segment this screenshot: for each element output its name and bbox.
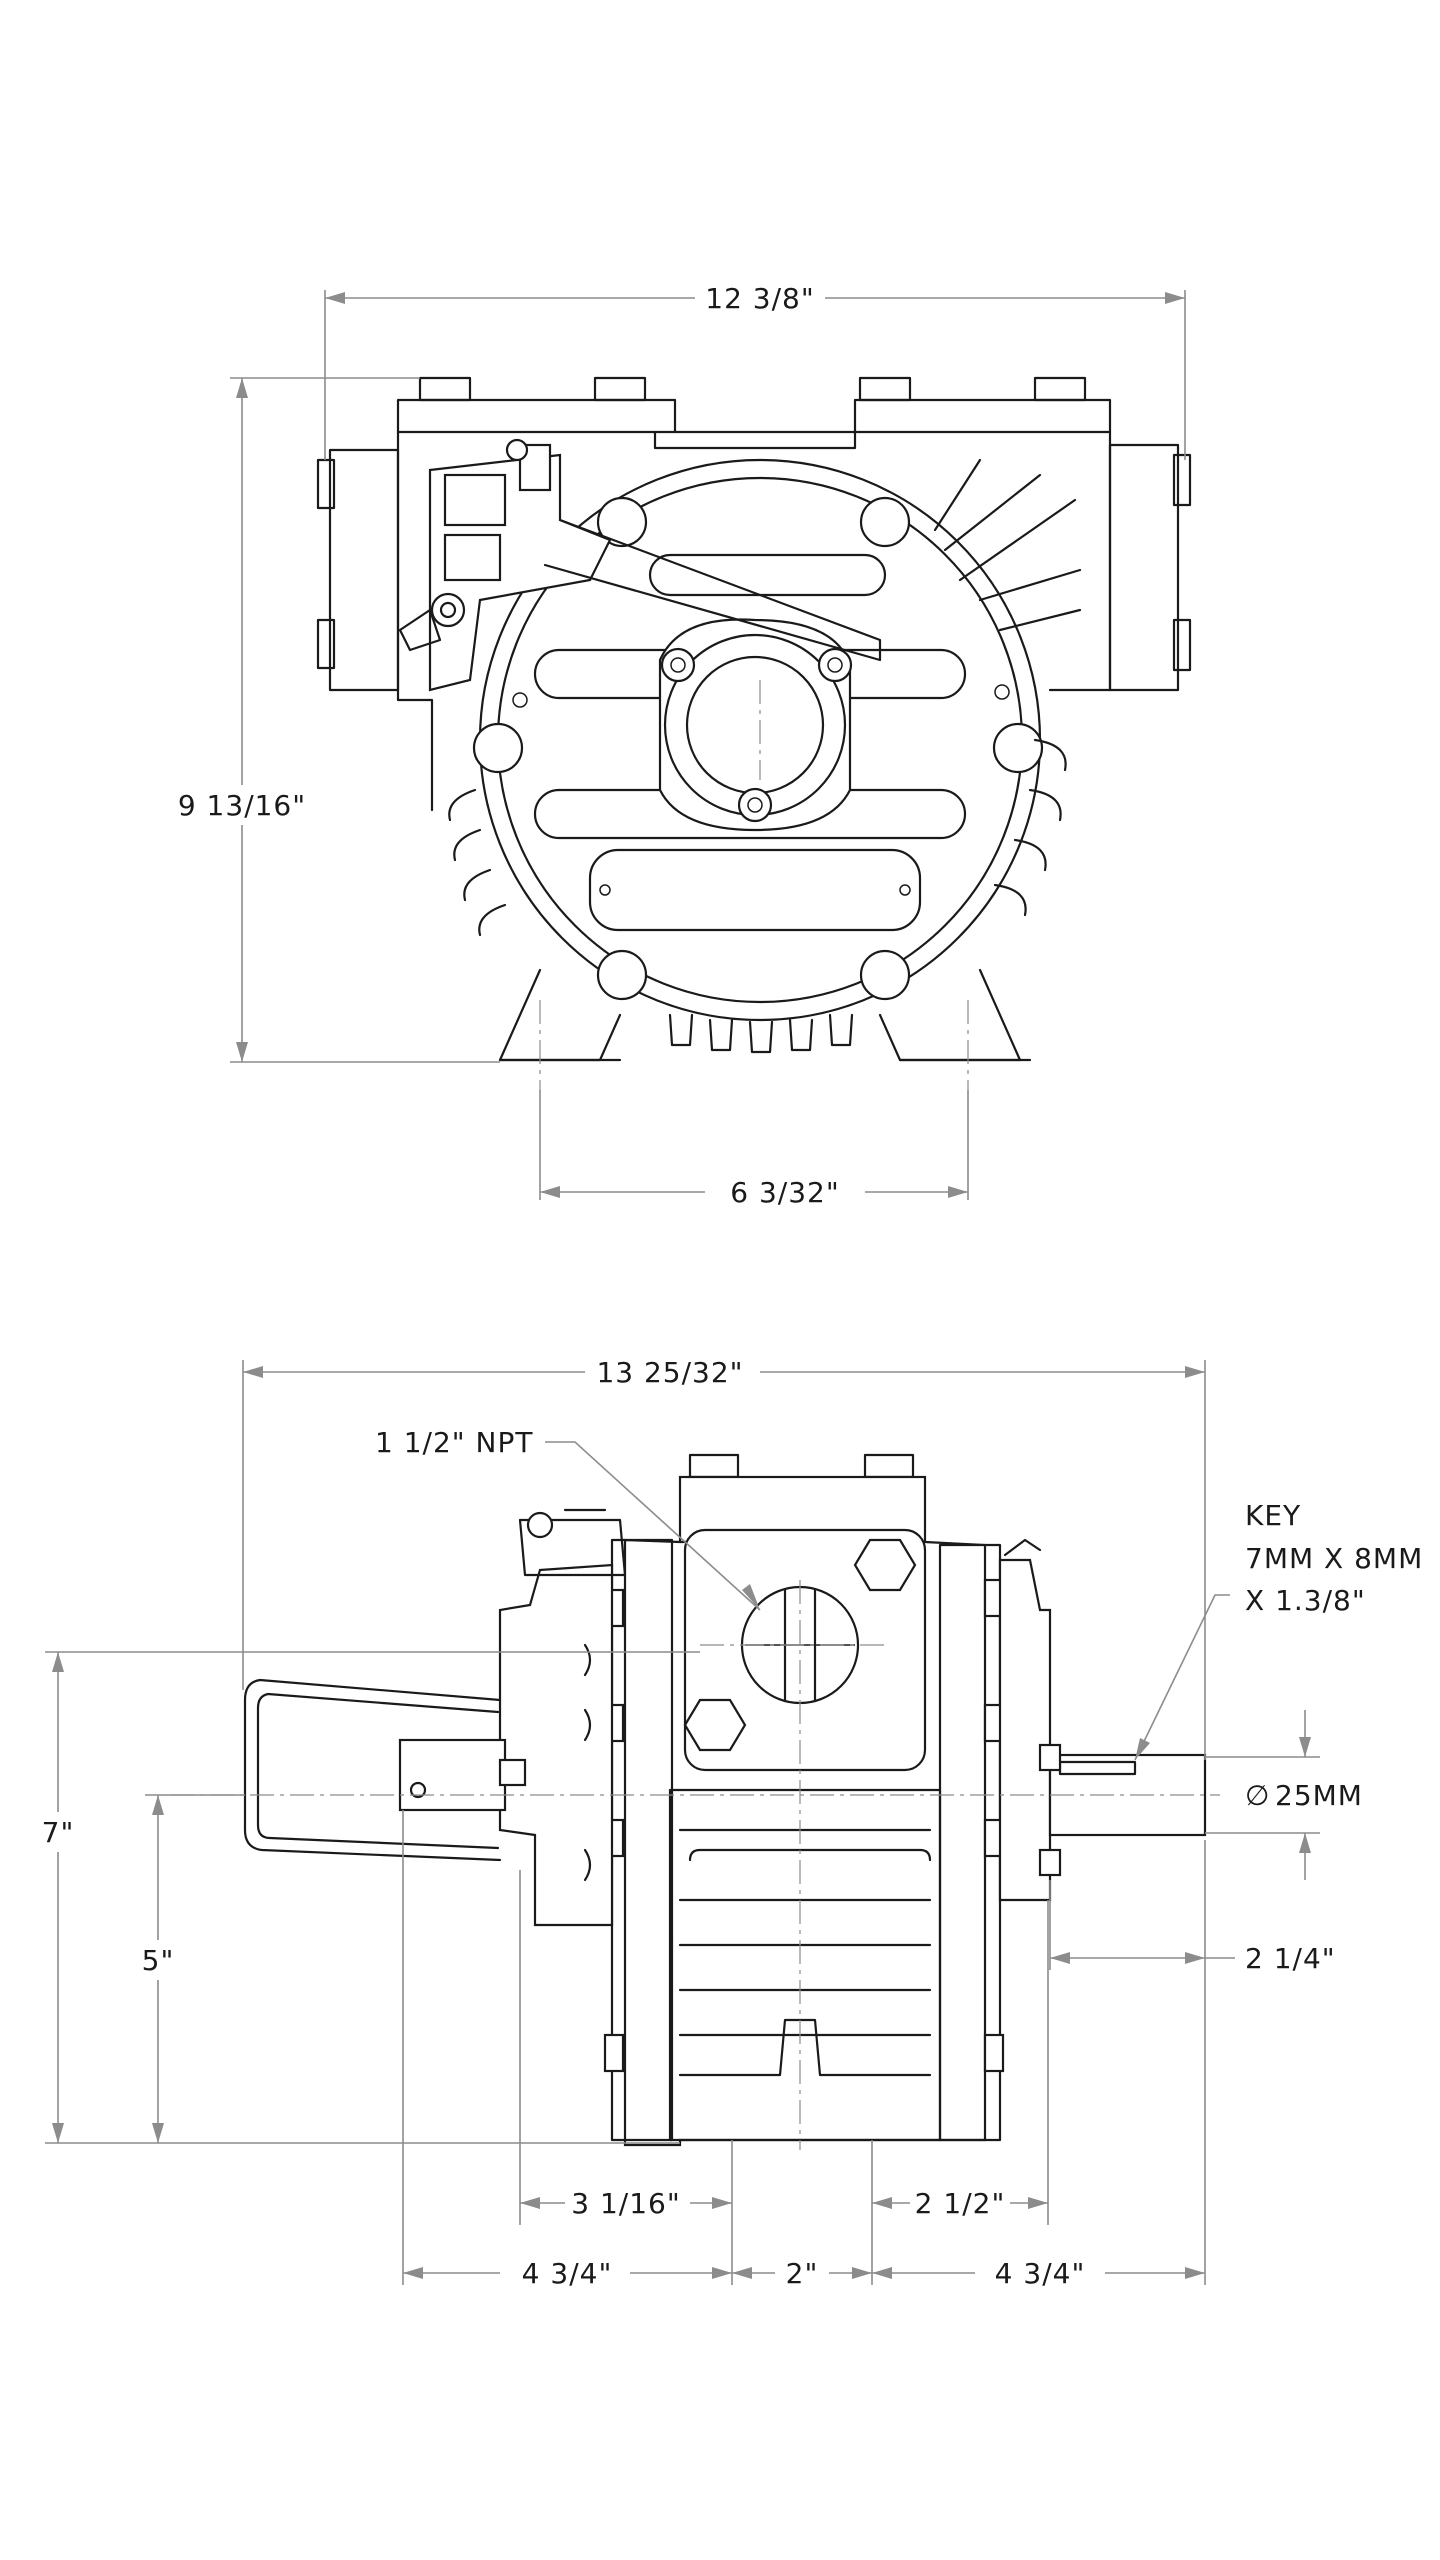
base-left-label: 4 3/4" bbox=[522, 2257, 613, 2290]
port-height-label: 7" bbox=[42, 1816, 75, 1849]
front-top-bolts bbox=[418, 376, 1087, 402]
front-overall-height-label: 9 13/16" bbox=[178, 789, 306, 822]
bolt-spacing-left-label: 3 1/16" bbox=[571, 2187, 680, 2220]
key-size-label: 7MM X 8MM bbox=[1245, 1542, 1423, 1575]
front-upper-housing bbox=[316, 398, 1192, 812]
front-cooling-fins bbox=[448, 458, 1082, 937]
shaft-diameter-label: 25MM bbox=[1275, 1779, 1363, 1812]
base-center-label: 2" bbox=[786, 2257, 819, 2290]
side-handle bbox=[243, 1678, 527, 1862]
diameter-symbol: ∅ bbox=[1245, 1779, 1270, 1812]
front-feet bbox=[498, 968, 1032, 1062]
side-overall-width-label: 13 25/32" bbox=[596, 1356, 743, 1389]
shaft-extension-label: 2 1/4" bbox=[1245, 1942, 1336, 1975]
base-right-label: 4 3/4" bbox=[995, 2257, 1086, 2290]
key-title-label: KEY bbox=[1245, 1499, 1301, 1532]
shaft-height-label: 5" bbox=[142, 1944, 175, 1977]
side-left-cover bbox=[498, 1508, 627, 1927]
bolt-spacing-right-label: 2 1/2" bbox=[915, 2187, 1006, 2220]
key-length-label: X 1.3/8" bbox=[1245, 1584, 1366, 1617]
side-right-cover bbox=[998, 1538, 1207, 1902]
front-valve-assembly bbox=[398, 438, 882, 692]
side-dimensions bbox=[45, 1360, 1320, 2285]
front-view bbox=[316, 376, 1192, 1090]
side-view bbox=[170, 1453, 1220, 2150]
front-overall-width-label: 12 3/8" bbox=[705, 282, 814, 315]
front-foot-spacing-label: 6 3/32" bbox=[730, 1176, 839, 1209]
port-npt-label: 1 1/2" NPT bbox=[375, 1426, 534, 1459]
side-pump-body bbox=[603, 1475, 1005, 2147]
dimension-labels: 12 3/8" 9 13/16" 6 3/32" 13 25/32" 1 1/2… bbox=[35, 278, 1423, 2291]
